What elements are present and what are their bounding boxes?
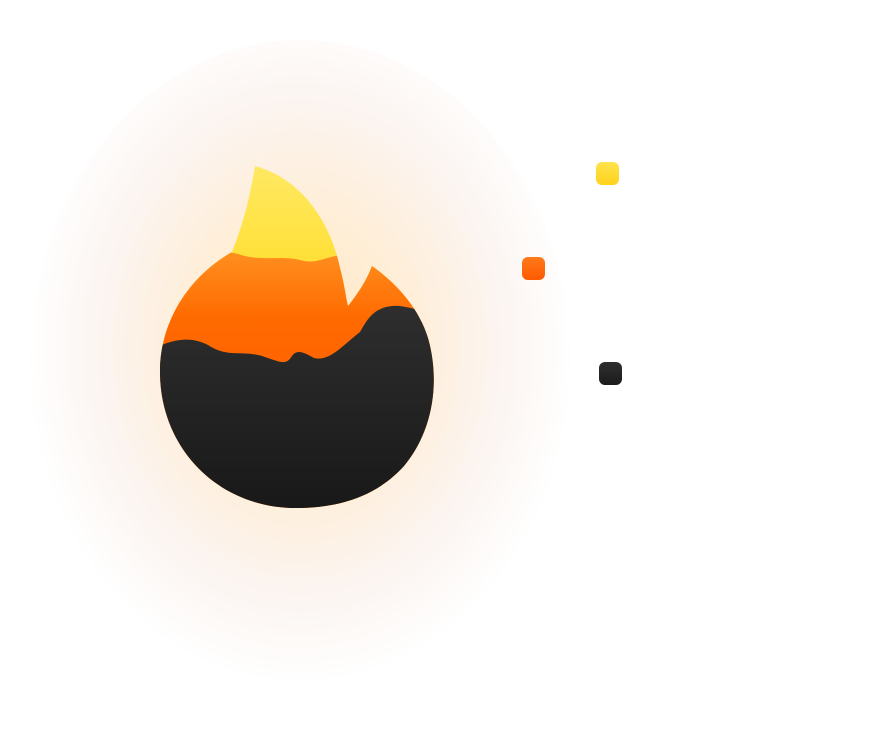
swatch-orange [522,257,545,280]
flame-dark-layer [160,305,434,508]
swatch-yellow [596,162,619,185]
swatch-dark [599,362,622,385]
